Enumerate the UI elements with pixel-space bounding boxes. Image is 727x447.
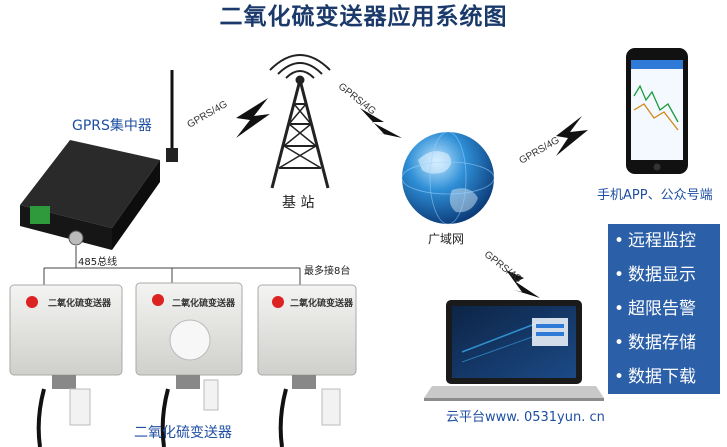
- sensors-label: 二氧化硫变送器: [134, 425, 232, 441]
- feature-list-panel: 远程监控 数据显示 超限告警 数据存储 数据下载: [608, 224, 720, 394]
- feature-item: 数据存储: [608, 326, 720, 360]
- wan-label: 广域网: [428, 232, 465, 246]
- lightning-icon-4: [506, 270, 540, 298]
- bus-label: 485总线: [78, 257, 118, 268]
- phone-label: 手机APP、公众号端: [597, 188, 713, 203]
- page-title: 二氧化硫变送器应用系统图: [219, 4, 508, 30]
- sensor-transmitter-1: [9, 284, 123, 447]
- gprs-concentrator-device: [20, 140, 160, 250]
- base-station-label: 基 站: [282, 195, 315, 211]
- antenna-icon: [166, 70, 178, 162]
- lightning-icon-3: [556, 116, 588, 156]
- feature-item: 远程监控: [608, 224, 720, 258]
- sensor-face-label-2: 二氧化硫变送器: [172, 299, 236, 309]
- sensor-face-label-3: 二氧化硫变送器: [290, 299, 354, 309]
- lightning-icon-2: [360, 108, 402, 138]
- feature-item: 数据下载: [608, 360, 720, 394]
- feature-item: 超限告警: [608, 292, 720, 326]
- laptop-icon: [424, 300, 604, 401]
- base-station-tower-icon: [269, 54, 331, 189]
- feature-item: 数据显示: [608, 258, 720, 292]
- max-connect-label: 最多接8台: [304, 266, 351, 277]
- sensor-face-label-1: 二氧化硫变送器: [48, 299, 112, 309]
- smartphone-icon: [626, 48, 688, 174]
- rs485-bus-wiring: [43, 246, 301, 286]
- sensor-transmitter-3: [257, 284, 357, 447]
- lightning-icon-1: [236, 98, 270, 138]
- concentrator-label: GPRS集中器: [72, 118, 152, 134]
- cloud-platform-label: 云平台www. 0531yun. cn: [446, 410, 605, 425]
- globe-icon: [401, 131, 495, 225]
- sensor-transmitter-2: [135, 282, 243, 447]
